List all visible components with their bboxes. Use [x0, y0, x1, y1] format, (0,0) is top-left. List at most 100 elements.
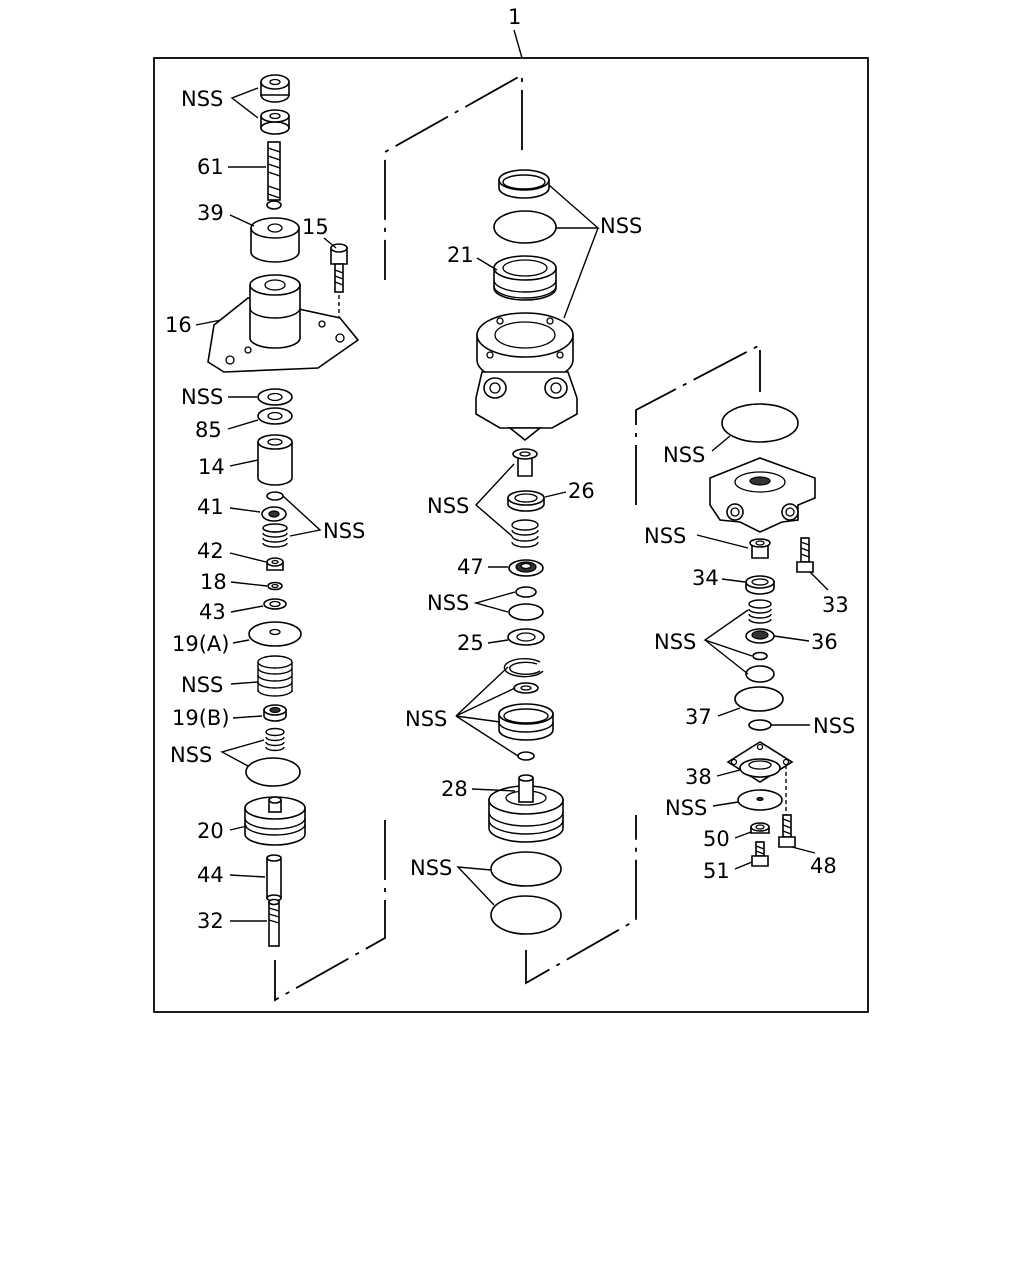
label-20: 20 — [197, 819, 224, 843]
snap-ring-nss — [503, 657, 544, 678]
label-33: 33 — [822, 593, 849, 617]
bushing-39 — [250, 217, 300, 263]
label-50: 50 — [703, 827, 730, 851]
label-nss-spring: NSS — [181, 673, 223, 697]
flange-housing-16 — [207, 274, 360, 373]
spring-nss-26 — [511, 519, 539, 548]
label-nss-25: NSS — [427, 591, 469, 615]
label-61: 61 — [197, 155, 224, 179]
disc-nss-right — [721, 403, 799, 443]
nut-42 — [266, 557, 284, 571]
washer-50 — [750, 822, 770, 834]
spring-nss-41 — [262, 523, 288, 548]
hex-nut-upper — [260, 74, 290, 103]
label-48: 48 — [810, 854, 837, 878]
o-ring-nss-right-a — [752, 651, 768, 661]
label-nss-41: NSS — [323, 519, 365, 543]
seal-36 — [745, 628, 775, 644]
cup-26 — [507, 490, 545, 512]
bolt-15 — [330, 243, 348, 293]
gasket-nss — [737, 789, 783, 811]
cup-34 — [745, 575, 775, 595]
plate-19a — [248, 621, 302, 647]
cap-nss — [513, 682, 539, 694]
label-nss-washer: NSS — [181, 385, 223, 409]
right-column: NSS NSS 33 — [644, 403, 855, 883]
o-ring-nss-right-b — [745, 665, 775, 683]
diaphragm-nss-left — [245, 757, 301, 787]
label-34: 34 — [692, 566, 719, 590]
label-51: 51 — [703, 859, 730, 883]
o-ring-nss-b — [508, 603, 544, 621]
seal-47 — [508, 559, 544, 577]
seat-19b — [263, 704, 287, 722]
pin-44 — [266, 854, 282, 902]
bolt-32 — [268, 898, 280, 947]
washer-18 — [267, 581, 283, 591]
ring-nss-wide — [498, 703, 554, 741]
valve-body — [475, 312, 578, 442]
center-column: NSS 21 — [405, 169, 642, 935]
stud-61 — [266, 141, 282, 210]
washer-85 — [257, 407, 293, 425]
label-nss-lower: NSS — [170, 743, 212, 767]
left-column: NSS 61 39 15 — [165, 74, 365, 947]
label-nss-37: NSS — [813, 714, 855, 738]
label-19a: 19(A) — [172, 632, 229, 656]
label-28: 28 — [441, 777, 468, 801]
washer-nss — [257, 388, 293, 406]
bolt-33 — [796, 537, 814, 573]
sleeve-14 — [257, 434, 293, 486]
label-47: 47 — [457, 555, 484, 579]
piston-20 — [244, 796, 306, 846]
cylinder-21 — [493, 255, 557, 301]
label-44: 44 — [197, 863, 224, 887]
bolt-48 — [778, 814, 796, 848]
label-nss-ring: NSS — [405, 707, 447, 731]
label-nss-36: NSS — [654, 630, 696, 654]
o-ring-nss-c — [517, 751, 535, 761]
label-43: 43 — [199, 600, 226, 624]
label-25: 25 — [457, 631, 484, 655]
label-18: 18 — [200, 570, 227, 594]
disc-37 — [734, 686, 784, 712]
guide-lines — [274, 73, 761, 1002]
label-42: 42 — [197, 539, 224, 563]
label-nss-right-top: NSS — [663, 443, 705, 467]
label-41: 41 — [197, 495, 224, 519]
seal-41 — [261, 506, 287, 522]
spring-nss-small — [265, 727, 285, 752]
disc-nss-top — [493, 210, 557, 244]
label-16: 16 — [165, 313, 192, 337]
label-15: 15 — [302, 215, 329, 239]
o-ring-nss-small — [266, 491, 284, 501]
label-nss-body: NSS — [644, 524, 686, 548]
guide-nss-right — [749, 538, 771, 559]
disc-nss-bottom-b — [490, 895, 562, 935]
bolt-51 — [751, 841, 769, 867]
label-85: 85 — [195, 418, 222, 442]
guide-nss — [512, 448, 538, 477]
cover-38 — [726, 741, 794, 783]
o-ring-nss-right-c — [748, 719, 772, 731]
right-valve-body — [709, 457, 816, 533]
label-nss-nuts: NSS — [181, 87, 223, 111]
callout-1: 1 — [508, 5, 521, 29]
label-38: 38 — [685, 765, 712, 789]
washer-43 — [263, 598, 287, 610]
label-14: 14 — [198, 455, 225, 479]
label-nss-26: NSS — [427, 494, 469, 518]
washer-25 — [507, 628, 545, 646]
label-36: 36 — [811, 630, 838, 654]
spring-nss-right — [748, 599, 772, 624]
disc-nss-bottom-a — [490, 851, 562, 887]
label-26: 26 — [568, 479, 595, 503]
label-39: 39 — [197, 201, 224, 225]
label-nss-bottom: NSS — [410, 856, 452, 880]
assembly-callout: 1 — [508, 5, 523, 59]
label-21: 21 — [447, 243, 474, 267]
label-37: 37 — [685, 705, 712, 729]
ring-nss-top — [498, 169, 550, 199]
piston-28 — [488, 774, 564, 843]
